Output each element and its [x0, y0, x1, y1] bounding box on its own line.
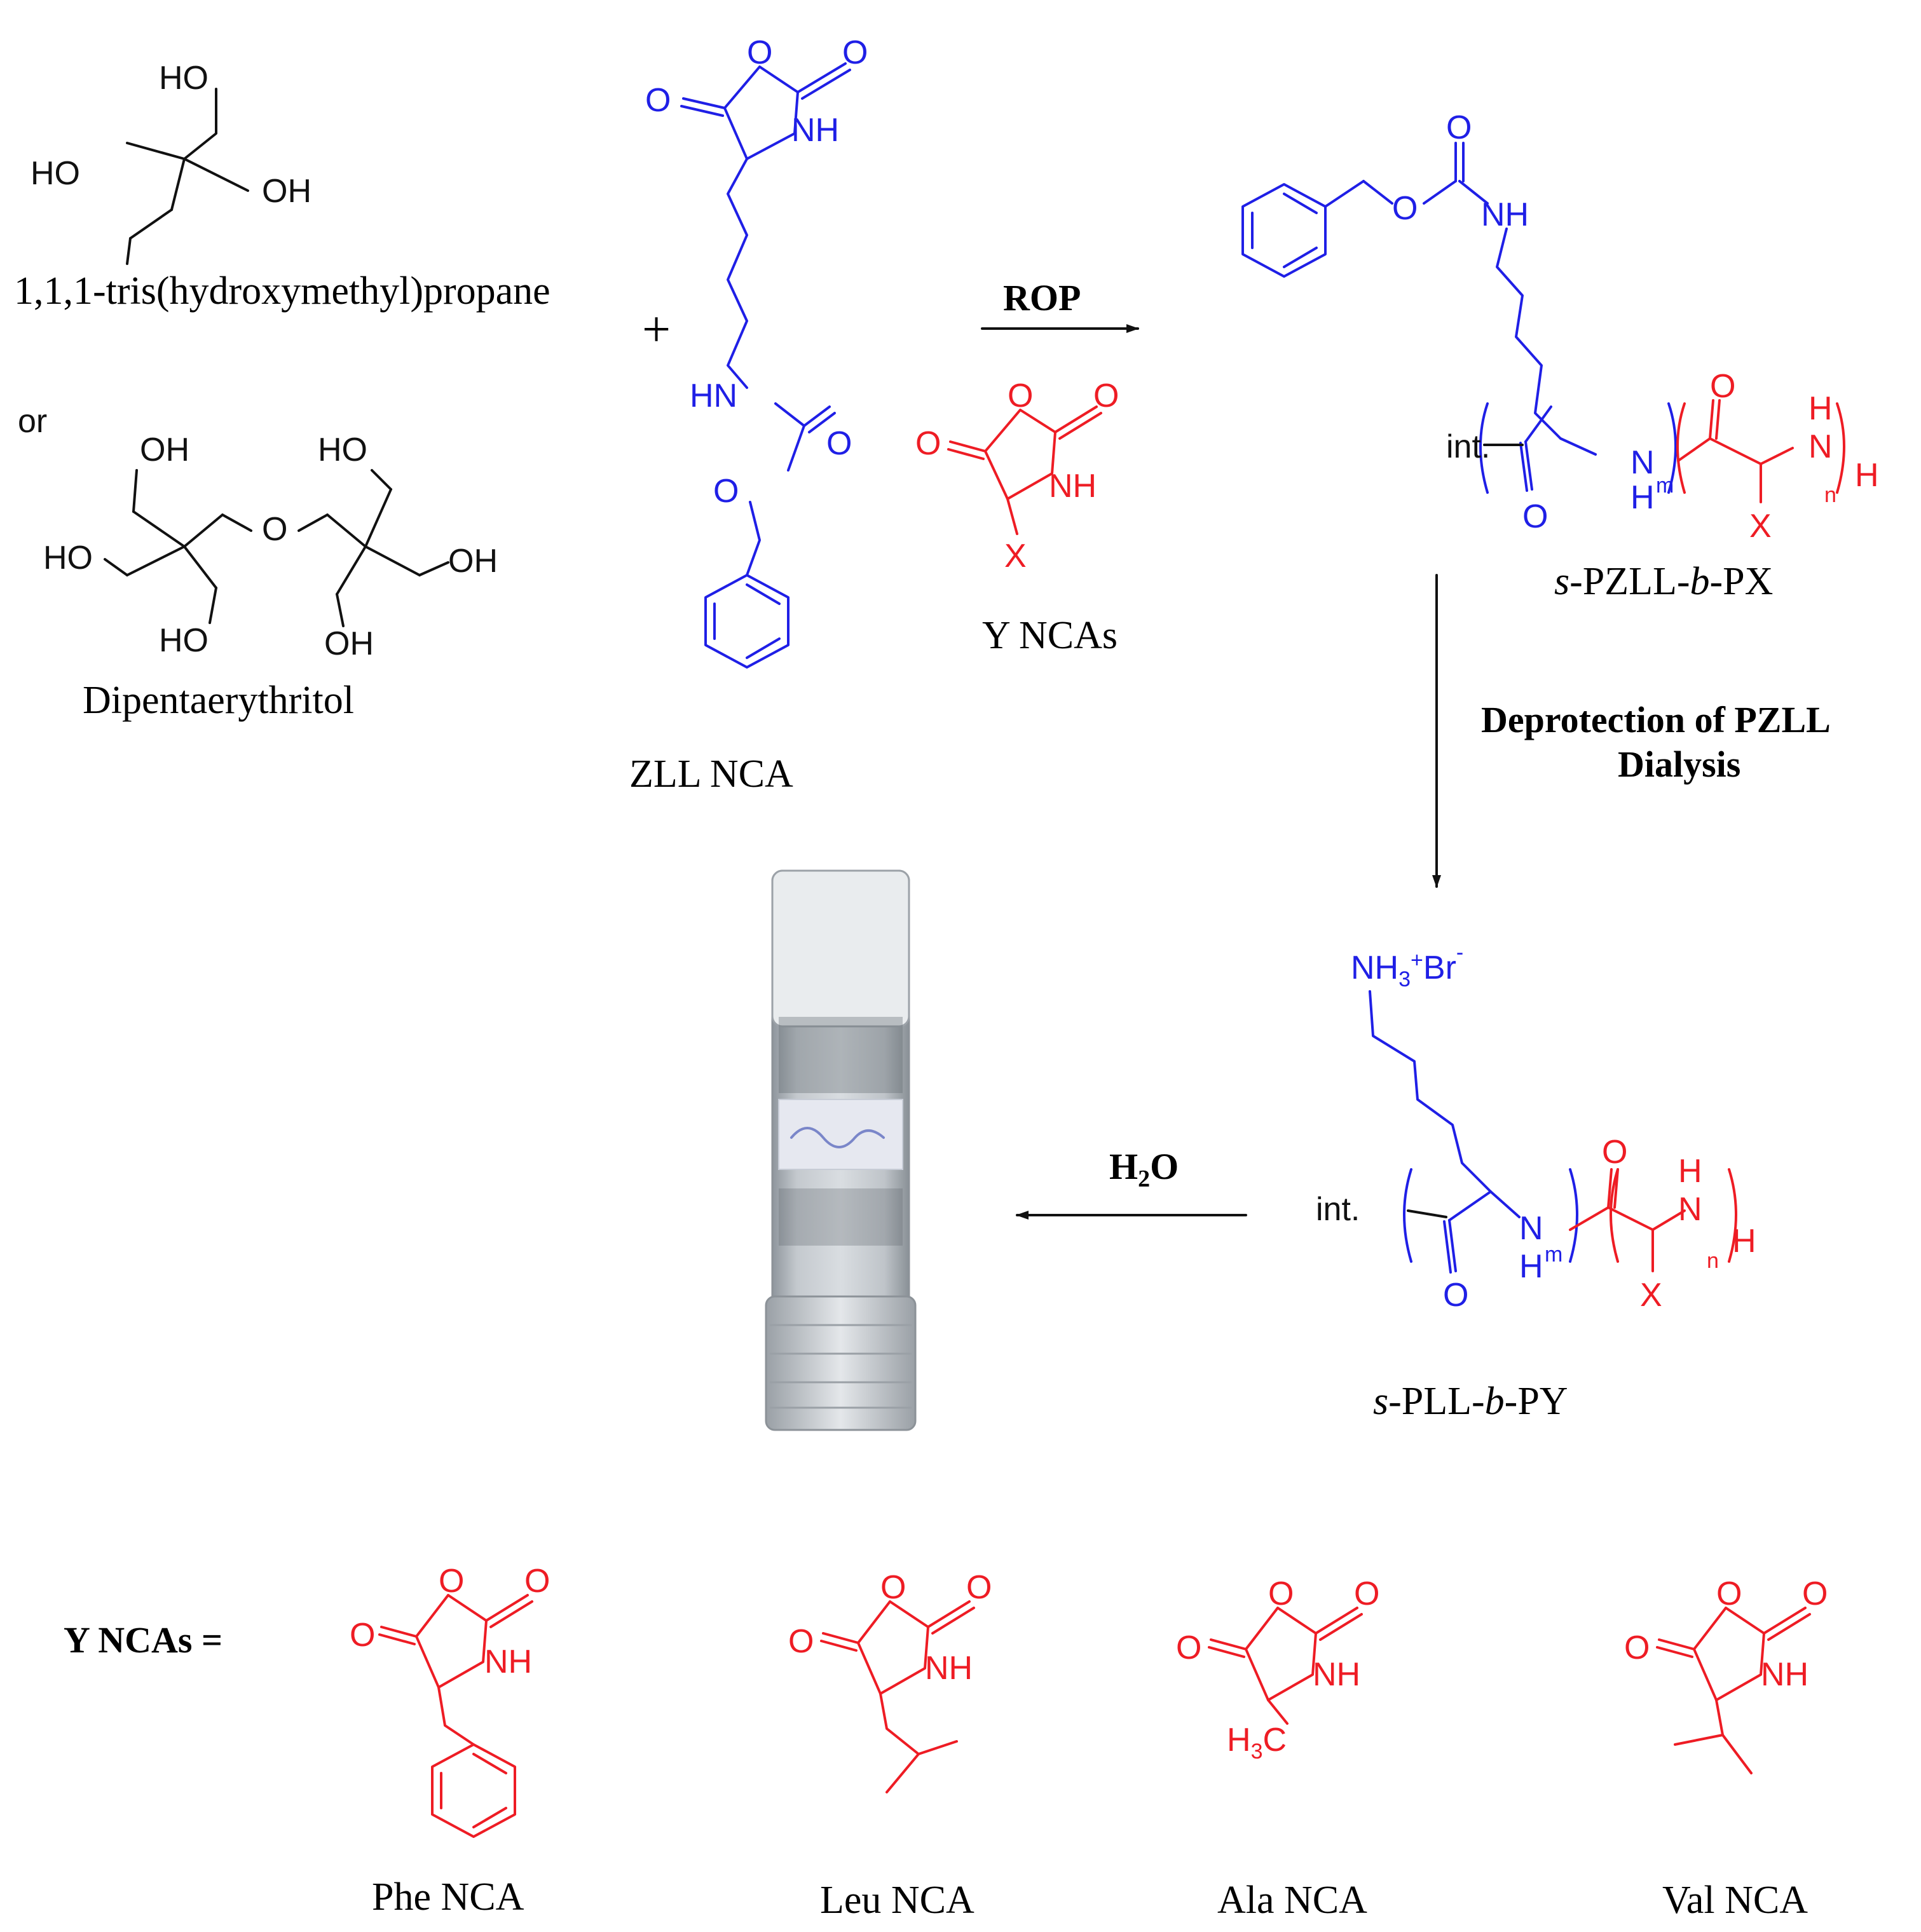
atom-o: O: [1710, 368, 1735, 405]
atom-h: H: [1519, 1248, 1543, 1285]
y-nca-structure: O O O NH X: [915, 378, 1119, 575]
trimethylolpropane-structure: HO HO OH: [31, 60, 311, 265]
dipentaerythritol-label: Dipentaerythritol: [83, 679, 354, 722]
atom-o: O: [1446, 109, 1472, 146]
rop-label: ROP: [1003, 277, 1081, 318]
atom-h: H: [1678, 1153, 1702, 1190]
atom-n: N: [1519, 1210, 1543, 1247]
dipentaerythritol-structure: OH HO HO O OH HO OH: [43, 432, 498, 662]
atom-o: O: [1392, 190, 1418, 227]
plus-sign: +: [642, 302, 671, 358]
atom-o: O: [880, 1569, 906, 1606]
atom-nh: NH: [791, 112, 839, 149]
protected-copolymer-structure: O O NH O N H m O H N n H X int.: [1241, 109, 1879, 545]
atom-o: O: [1354, 1575, 1379, 1612]
val-nca-structure: O O O NH: [1624, 1575, 1828, 1774]
atom-nh: NH: [1481, 196, 1529, 233]
atom-hn: HN: [690, 378, 737, 414]
atom-o: O: [524, 1563, 550, 1600]
atom-o: O: [1093, 378, 1119, 414]
atom-o: O: [713, 473, 739, 510]
methyl-label: H3C: [1227, 1722, 1287, 1764]
atom-o: O: [439, 1563, 464, 1600]
atom-o: O: [1624, 1629, 1650, 1666]
atom-o: O: [826, 425, 852, 462]
atom-o: O: [1602, 1134, 1627, 1171]
hydrogel-vial-photo: [765, 869, 917, 1431]
atom-x: X: [1640, 1277, 1662, 1314]
initiator-core-label: int.: [1316, 1191, 1360, 1228]
atom-o: O: [645, 82, 671, 119]
atom-n: N: [1678, 1191, 1702, 1228]
atom-n: N: [1630, 444, 1655, 481]
atom-ho: HO: [159, 60, 209, 97]
deprotected-copolymer-structure: NH3+Br- O N H m O H N n H X: [1316, 941, 1756, 1314]
atom-nh: NH: [1049, 468, 1097, 505]
atom-o: O: [966, 1569, 992, 1606]
atom-o: O: [262, 511, 287, 548]
trimethylolpropane-label: 1,1,1-tris(hydroxymethyl)propane: [14, 269, 550, 313]
atom-h: H: [1630, 479, 1655, 516]
atom-h: H: [1732, 1223, 1756, 1260]
atom-n: N: [1808, 428, 1833, 465]
repeat-index-n: n: [1707, 1249, 1719, 1273]
atom-oh: OH: [262, 173, 311, 210]
repeat-index-n: n: [1824, 483, 1836, 507]
atom-o: O: [915, 425, 941, 462]
atom-o: O: [747, 34, 772, 71]
initiator-core-label: int.: [1446, 428, 1490, 465]
atom-nh: NH: [1761, 1656, 1808, 1693]
atom-nh: NH: [925, 1650, 973, 1687]
val-nca-label: Val NCA: [1662, 1879, 1808, 1922]
phe-nca-label: Phe NCA: [372, 1875, 524, 1919]
repeat-index-m: m: [1545, 1242, 1562, 1267]
atom-oh: OH: [324, 625, 374, 662]
protected-copolymer-label: s-PZLL-b-PX: [1554, 560, 1773, 603]
zll-nca-atoms: O O O NH HN O O: [645, 34, 868, 510]
atom-oh: OH: [140, 432, 189, 468]
atom-o: O: [1008, 378, 1033, 414]
atom-o: O: [1716, 1575, 1742, 1612]
deprotected-copolymer-label: s-PLL-b-PY: [1373, 1380, 1568, 1423]
deprotection-label-line1: Deprotection of PZLL: [1481, 699, 1831, 740]
atom-nh: NH: [1313, 1656, 1360, 1693]
atom-o: O: [1802, 1575, 1828, 1612]
atom-o: O: [842, 34, 868, 71]
zll-nca-label: ZLL NCA: [629, 752, 793, 796]
atom-ho: HO: [318, 432, 367, 468]
y-ncas-label: Y NCAs: [982, 614, 1118, 657]
phe-nca-structure: O O O NH: [350, 1563, 550, 1838]
atom-ho: HO: [31, 155, 80, 192]
atom-o: O: [788, 1623, 814, 1660]
ammonium-label: NH3+Br-: [1351, 941, 1463, 991]
h2o-label: H2O: [1109, 1146, 1179, 1192]
atom-h: H: [1808, 390, 1833, 427]
zll-nca-structure: [680, 62, 851, 669]
y-ncas-equals-label: Y NCAs =: [64, 1619, 222, 1661]
deprotection-label-line2: Dialysis: [1618, 744, 1740, 785]
atom-o: O: [1268, 1575, 1294, 1612]
or-label: or: [18, 403, 47, 440]
leu-nca-structure: O O O NH: [788, 1569, 992, 1793]
atom-x: X: [1749, 508, 1772, 545]
ala-nca-structure: O O O NH H3C: [1176, 1575, 1379, 1764]
atom-o: O: [1522, 498, 1548, 535]
atom-nh: NH: [484, 1643, 532, 1680]
repeat-index-m: m: [1656, 473, 1674, 498]
atom-o: O: [1443, 1277, 1468, 1314]
atom-h: H: [1855, 457, 1879, 494]
atom-x: X: [1004, 538, 1027, 575]
atom-o: O: [350, 1617, 375, 1654]
atom-o: O: [1176, 1629, 1201, 1666]
atom-oh: OH: [448, 543, 498, 580]
ala-nca-label: Ala NCA: [1217, 1879, 1367, 1922]
atom-ho: HO: [159, 622, 209, 659]
atom-ho: HO: [43, 540, 93, 576]
leu-nca-label: Leu NCA: [820, 1879, 974, 1922]
